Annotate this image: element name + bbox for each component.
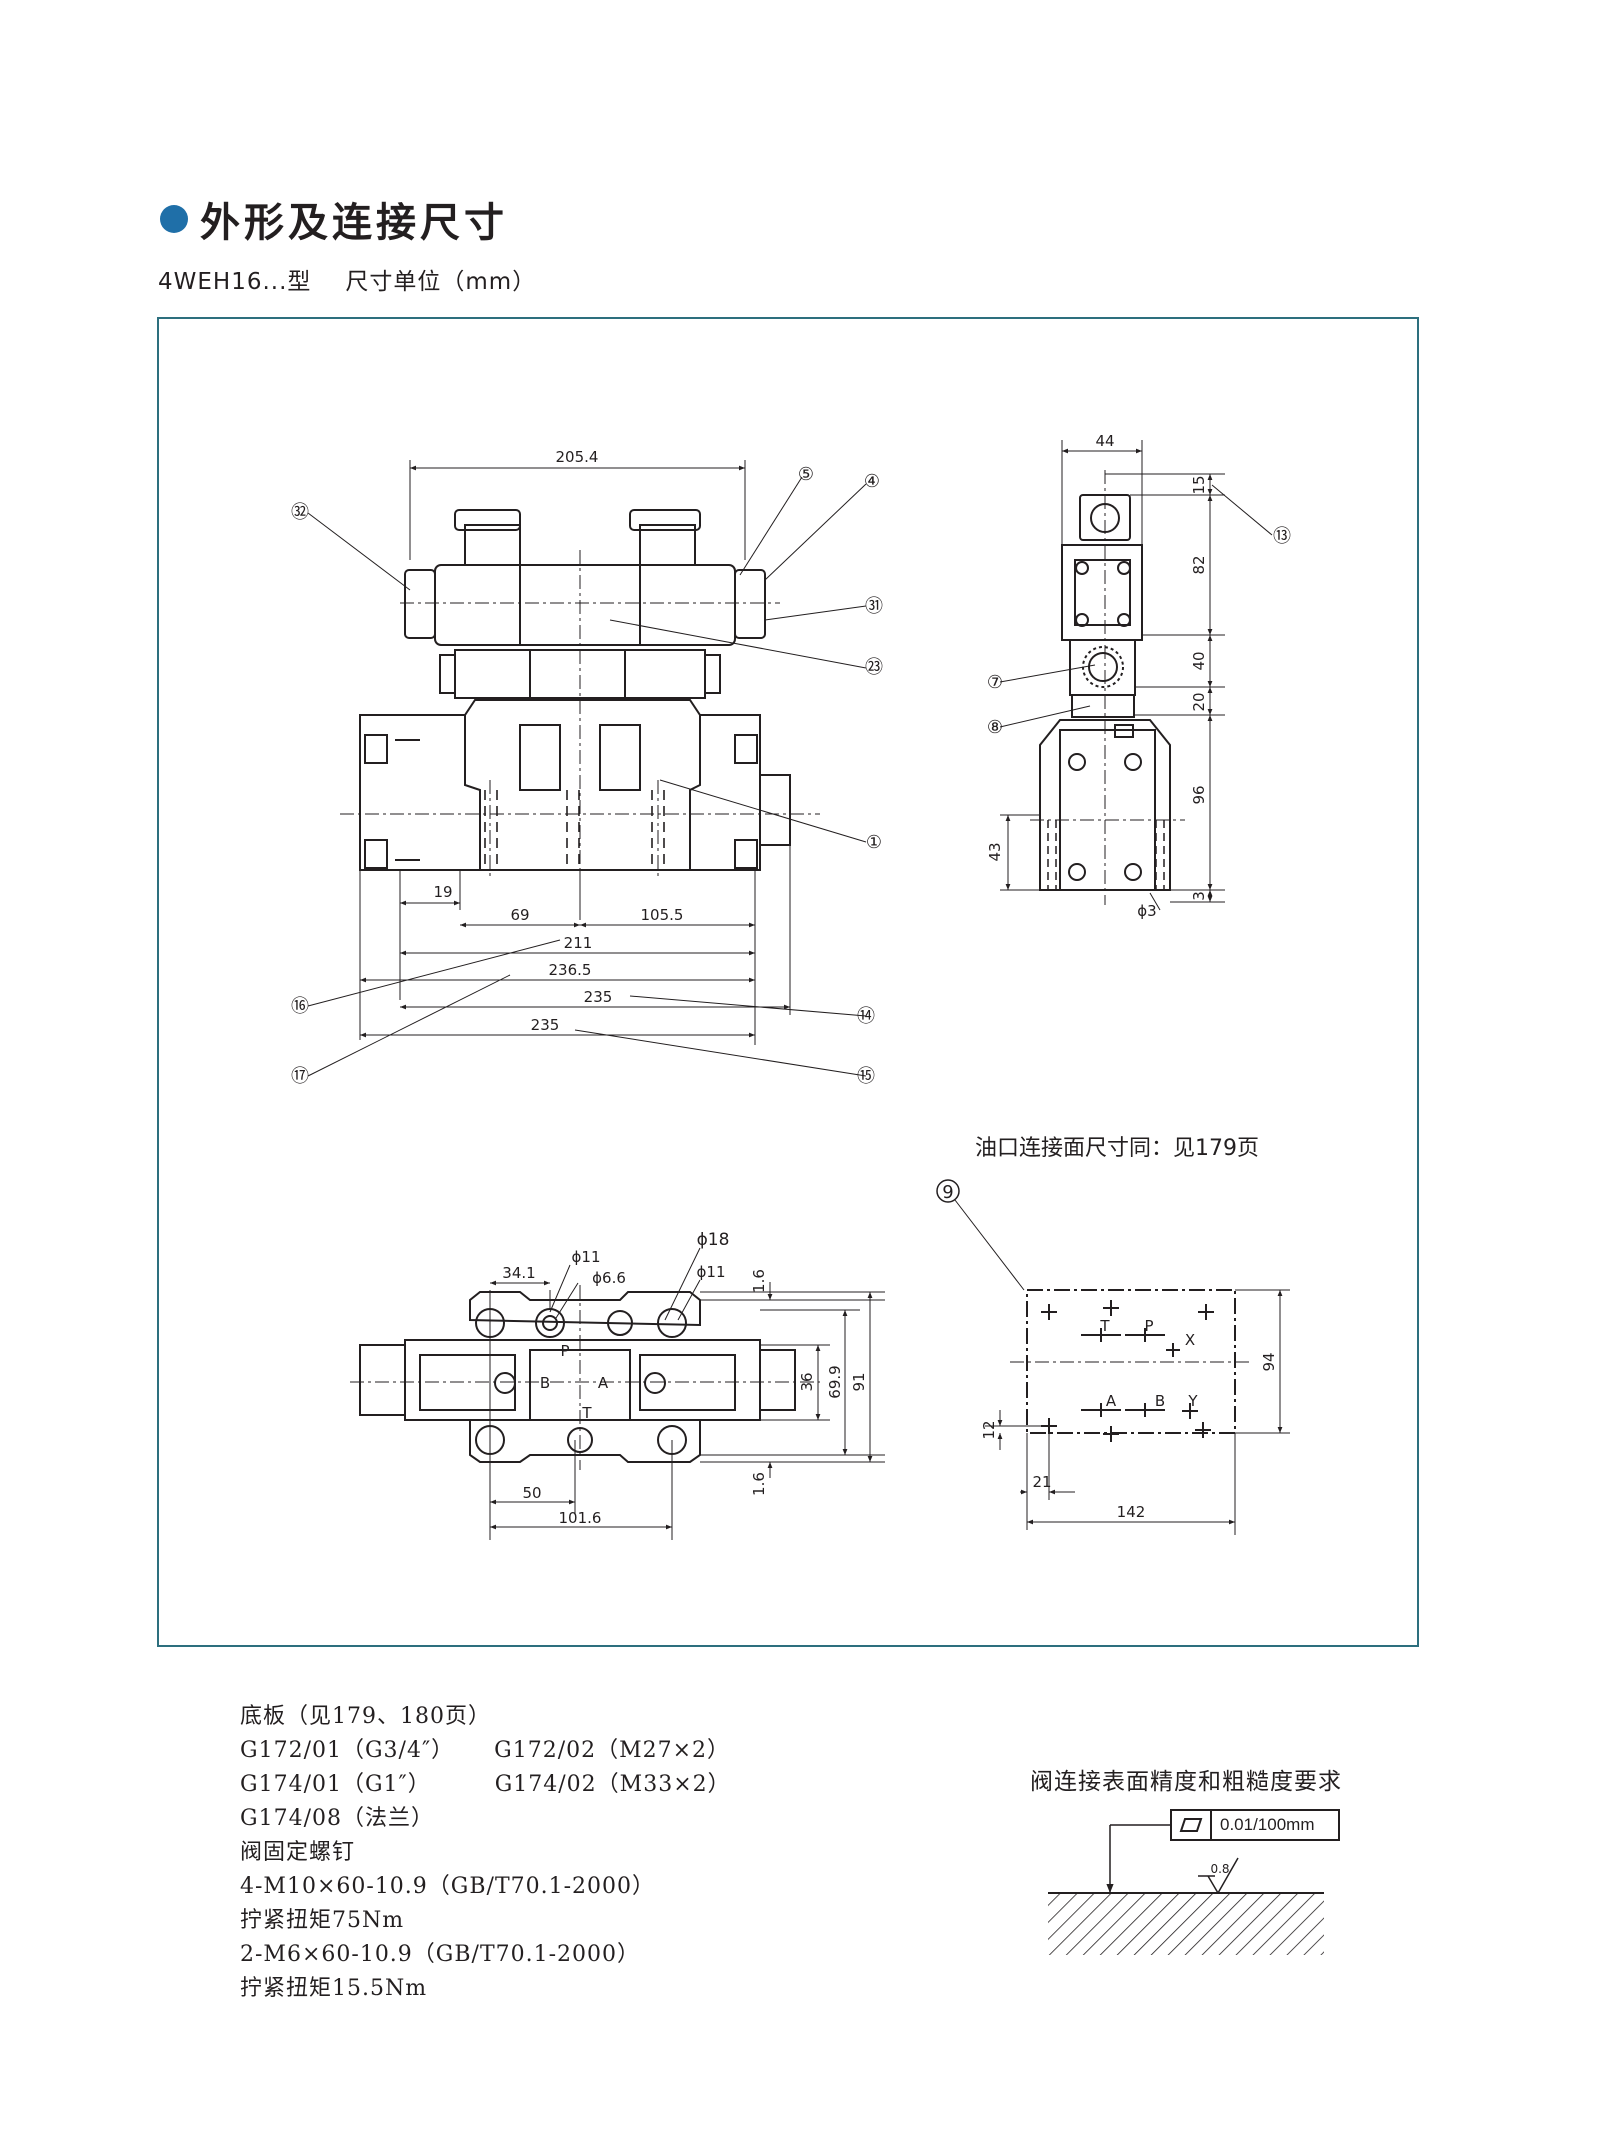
callout-15: ⑮ <box>857 1066 875 1087</box>
notes-block: 底板（见179、180页） G172/01（G3/4″） G172/02（M27… <box>240 1700 731 2006</box>
front-view <box>307 460 867 1077</box>
callout-9: 9 <box>942 1182 953 1203</box>
unit-label: 尺寸单位（mm） <box>345 269 537 295</box>
dim-21: 21 <box>1032 1473 1051 1491</box>
model-subtitle: 4WEH16...型 尺寸单位（mm） <box>158 262 536 296</box>
side-view-callouts: ⑬ ⑦ ⑧ <box>987 526 1291 738</box>
dim-phi18: ϕ18 <box>697 1230 730 1250</box>
top-view-dims: ϕ11 ϕ6.6 ϕ18 ϕ11 34.1 1.6 1.6 36 69.9 91… <box>502 1230 868 1527</box>
dim-1-6-b: 1.6 <box>750 1472 768 1496</box>
dim-phi11-b: ϕ11 <box>697 1263 726 1281</box>
callout-23: ㉓ <box>865 657 883 678</box>
dim-phi6-6: ϕ6.6 <box>592 1269 626 1287</box>
iface-port-A: A <box>1106 1392 1117 1410</box>
note-line: G172/01（G3/4″） G172/02（M27×2） <box>240 1738 731 1763</box>
front-view-callouts: ㉜ ⑤ ④ ㉛ ㉓ ① ⑯ ⑭ ⑰ ⑮ <box>291 464 883 1087</box>
dim-20: 20 <box>1190 692 1208 711</box>
iface-port-P: P <box>1144 1317 1153 1335</box>
note-line: 拧紧扭矩15.5Nm <box>240 1976 428 2001</box>
interface-view <box>936 1179 1290 1535</box>
iface-port-Y: Y <box>1187 1392 1198 1410</box>
note-line: G174/01（G1″） G174/02（M33×2） <box>240 1772 731 1797</box>
dim-69-9: 69.9 <box>826 1365 844 1398</box>
note-line: 4-M10×60-10.9（GB/T70.1-2000） <box>240 1874 656 1899</box>
callout-7: ⑦ <box>987 672 1003 693</box>
iface-port-T: T <box>1099 1317 1110 1335</box>
dim-12: 12 <box>980 1420 998 1439</box>
dim-142: 142 <box>1117 1503 1146 1521</box>
dim-1-6-a: 1.6 <box>750 1269 768 1293</box>
callout-5: ⑤ <box>798 464 814 485</box>
drawing-frame <box>157 317 1419 1647</box>
flatness-icon <box>1172 1811 1212 1839</box>
dim-69: 69 <box>510 906 529 924</box>
dim-36: 36 <box>798 1372 816 1391</box>
dim-15: 15 <box>1190 475 1208 494</box>
dim-3: 3 <box>1190 891 1208 901</box>
callout-1: ① <box>866 832 882 853</box>
dim-40: 40 <box>1190 651 1208 670</box>
side-view <box>999 440 1273 911</box>
iface-port-B: B <box>1155 1392 1165 1410</box>
page-title: 外形及连接尺寸 <box>200 200 508 246</box>
port-A: A <box>598 1374 609 1392</box>
dim-105-5: 105.5 <box>641 906 684 924</box>
front-view-dims: 205.4 19 69 105.5 211 236.5 235 235 <box>433 448 683 1034</box>
bullet-icon <box>160 205 188 233</box>
callout-17: ⑰ <box>291 1066 309 1087</box>
dim-235-b: 235 <box>531 1016 560 1034</box>
dim-94: 94 <box>1260 1352 1278 1371</box>
callout-4: ④ <box>864 471 880 492</box>
note-line: G174/08（法兰） <box>240 1806 434 1831</box>
section-header: 外形及连接尺寸 <box>160 190 508 248</box>
dim-205-4: 205.4 <box>556 448 599 466</box>
note-line: 拧紧扭矩75Nm <box>240 1908 405 1933</box>
port-T: T <box>581 1404 592 1422</box>
dim-43: 43 <box>986 842 1004 861</box>
dim-235-a: 235 <box>584 988 613 1006</box>
callout-14: ⑭ <box>857 1006 875 1027</box>
dim-19: 19 <box>433 883 452 901</box>
note-line: 阀固定螺钉 <box>240 1840 356 1865</box>
dim-91: 91 <box>850 1372 868 1391</box>
model-label: 4WEH16...型 <box>158 269 312 295</box>
dim-phi3: ϕ3 <box>1137 902 1156 920</box>
iface-port-X: X <box>1185 1331 1195 1349</box>
dim-34-1: 34.1 <box>502 1264 535 1282</box>
note-line: 2-M6×60-10.9（GB/T70.1-2000） <box>240 1942 641 1967</box>
dim-44: 44 <box>1095 432 1114 450</box>
dim-101-6: 101.6 <box>559 1509 602 1527</box>
side-view-dims: 44 15 82 40 20 96 43 3 ϕ3 <box>986 432 1208 920</box>
port-B: B <box>540 1374 550 1392</box>
callout-32: ㉜ <box>291 502 309 523</box>
dim-236-5: 236.5 <box>549 961 592 979</box>
roughness-value: 0.8 <box>1210 1862 1229 1876</box>
callout-8: ⑧ <box>987 717 1003 738</box>
dim-50: 50 <box>522 1484 541 1502</box>
top-view <box>350 1247 885 1540</box>
dim-82: 82 <box>1190 555 1208 574</box>
surface-symbol <box>1048 1824 1324 1955</box>
port-note: 油口连接面尺寸同：见179页 <box>975 1136 1259 1161</box>
flatness-tolerance-frame: 0.01/100mm <box>1170 1809 1340 1841</box>
interface-view-labels: 9 T P X A B Y 94 12 21 142 <box>942 1182 1278 1521</box>
tolerance-value: 0.01/100mm <box>1220 1815 1315 1834</box>
dim-211: 211 <box>564 934 593 952</box>
dim-96: 96 <box>1190 785 1208 804</box>
surface-requirement-title: 阀连接表面精度和粗糙度要求 <box>1030 1769 1342 1795</box>
note-line: 底板（见179、180页） <box>240 1704 491 1729</box>
callout-31: ㉛ <box>865 596 883 617</box>
callout-13: ⑬ <box>1273 526 1291 547</box>
port-P: P <box>560 1342 569 1360</box>
dim-phi11-a: ϕ11 <box>572 1248 601 1266</box>
callout-16: ⑯ <box>291 996 309 1017</box>
